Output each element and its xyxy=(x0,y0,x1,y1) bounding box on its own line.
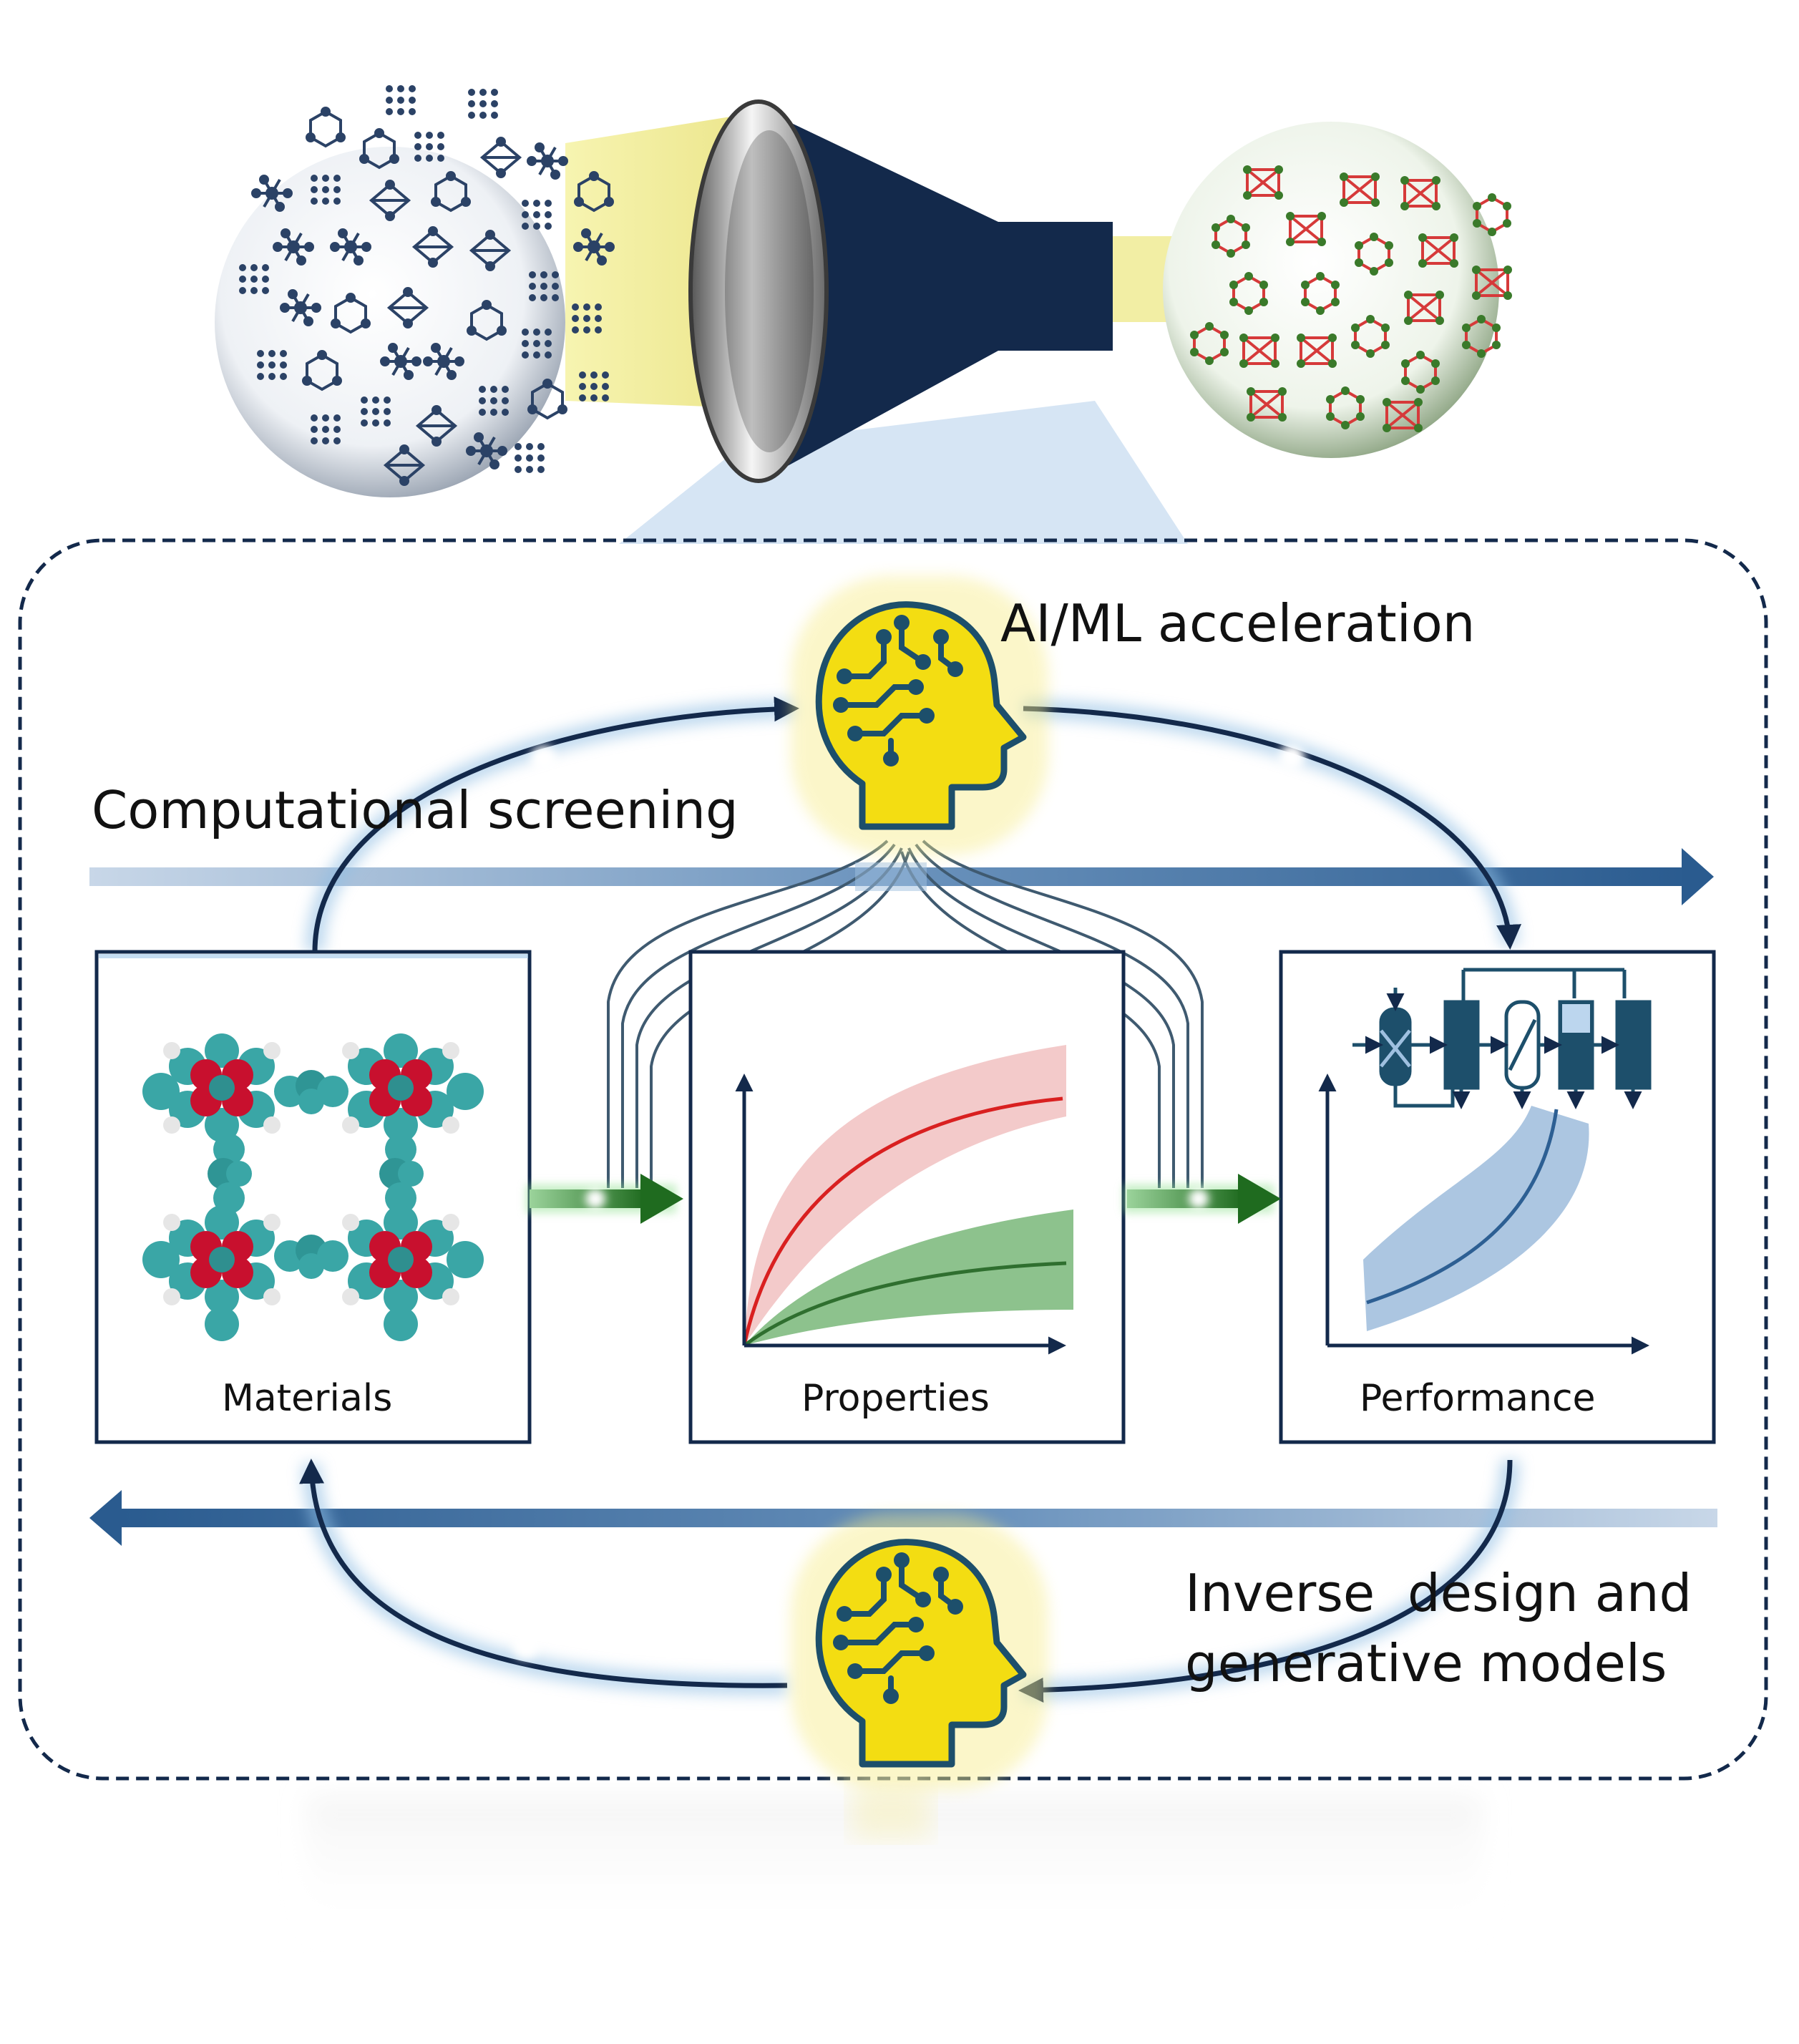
performance-panel xyxy=(1279,950,1716,1444)
funnel-icon xyxy=(688,99,1113,483)
computational-screening-label: Computational screening xyxy=(92,780,738,840)
inverse-design-label-line1: Inverse design and xyxy=(1185,1563,1692,1623)
materials-panel xyxy=(94,950,532,1444)
inverse-design-label-line2: generative models xyxy=(1185,1633,1667,1693)
materials-to-properties-arrow xyxy=(526,1174,683,1224)
funnel-projection xyxy=(619,401,1188,544)
performance-plot xyxy=(1318,1074,1649,1355)
candidate-library-sphere xyxy=(215,85,615,497)
ai-loop-arc-bottom xyxy=(299,1459,1519,1703)
ai-ml-acceleration-label: AI/ML acceleration xyxy=(1000,593,1476,653)
properties-to-performance-arrow xyxy=(1123,1174,1281,1224)
workflow-container xyxy=(18,538,1768,1781)
properties-label: Properties xyxy=(801,1377,990,1420)
process-flowsheet-icon xyxy=(1352,968,1652,1109)
funnel-illustration xyxy=(215,85,1513,544)
mof-structure-icon xyxy=(142,1033,484,1341)
selected-candidates-sphere xyxy=(1163,122,1513,458)
properties-plot xyxy=(735,1045,1073,1355)
ai-head-icon xyxy=(791,1514,1048,1793)
performance-label: Performance xyxy=(1360,1377,1596,1420)
bottom-reflection-neck xyxy=(852,1782,930,1839)
materials-label: Materials xyxy=(222,1377,393,1420)
ai-head-icon xyxy=(791,576,1048,855)
properties-panel xyxy=(688,950,1126,1444)
ai-loop-arc-top xyxy=(306,696,1521,953)
